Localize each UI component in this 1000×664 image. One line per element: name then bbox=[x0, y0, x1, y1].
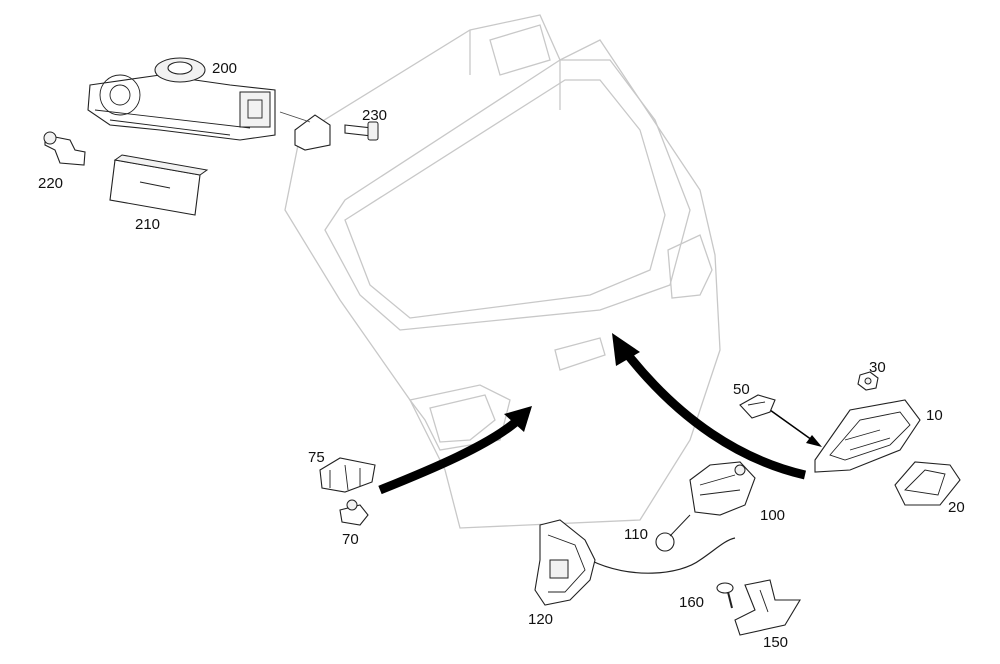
label-30: 30 bbox=[869, 359, 886, 376]
part-10-handle-base bbox=[814, 399, 921, 473]
labels: 200 230 220 210 30 50 10 75 20 100 110 7… bbox=[38, 60, 965, 651]
arrow-50-to-10 bbox=[769, 409, 822, 447]
label-20: 20 bbox=[948, 499, 965, 516]
label-150: 150 bbox=[763, 634, 788, 651]
part-150-bracket bbox=[734, 579, 801, 636]
cable bbox=[589, 537, 736, 574]
part-220-clip bbox=[43, 131, 86, 166]
label-10: 10 bbox=[926, 407, 943, 424]
part-50-clip bbox=[739, 394, 776, 419]
part-100-lock bbox=[689, 461, 756, 516]
part-210-control-module bbox=[109, 154, 209, 216]
label-230: 230 bbox=[362, 107, 387, 124]
part-20-switch-module bbox=[894, 461, 961, 506]
part-30-nut bbox=[857, 371, 879, 391]
label-110: 110 bbox=[624, 526, 648, 543]
label-50: 50 bbox=[733, 381, 750, 398]
label-100: 100 bbox=[760, 507, 785, 524]
arrow-to-emblem-area bbox=[612, 333, 807, 480]
hinge-bracket bbox=[279, 111, 331, 151]
label-75: 75 bbox=[308, 449, 325, 466]
label-160: 160 bbox=[679, 594, 704, 611]
arrow-to-handle-area bbox=[378, 406, 532, 495]
part-75-bracket bbox=[319, 457, 376, 493]
label-220: 220 bbox=[38, 175, 63, 192]
label-120: 120 bbox=[528, 611, 553, 628]
part-160-pin bbox=[716, 582, 734, 609]
part-230-bolt bbox=[344, 121, 379, 141]
part-120-latch bbox=[534, 519, 596, 606]
part-200-actuator bbox=[87, 57, 276, 141]
label-210: 210 bbox=[135, 216, 160, 233]
part-70-switch bbox=[339, 499, 369, 526]
part-110-grommet bbox=[655, 514, 691, 552]
label-70: 70 bbox=[342, 531, 359, 548]
tailgate-ghost-outline bbox=[284, 14, 721, 529]
label-200: 200 bbox=[212, 60, 237, 77]
